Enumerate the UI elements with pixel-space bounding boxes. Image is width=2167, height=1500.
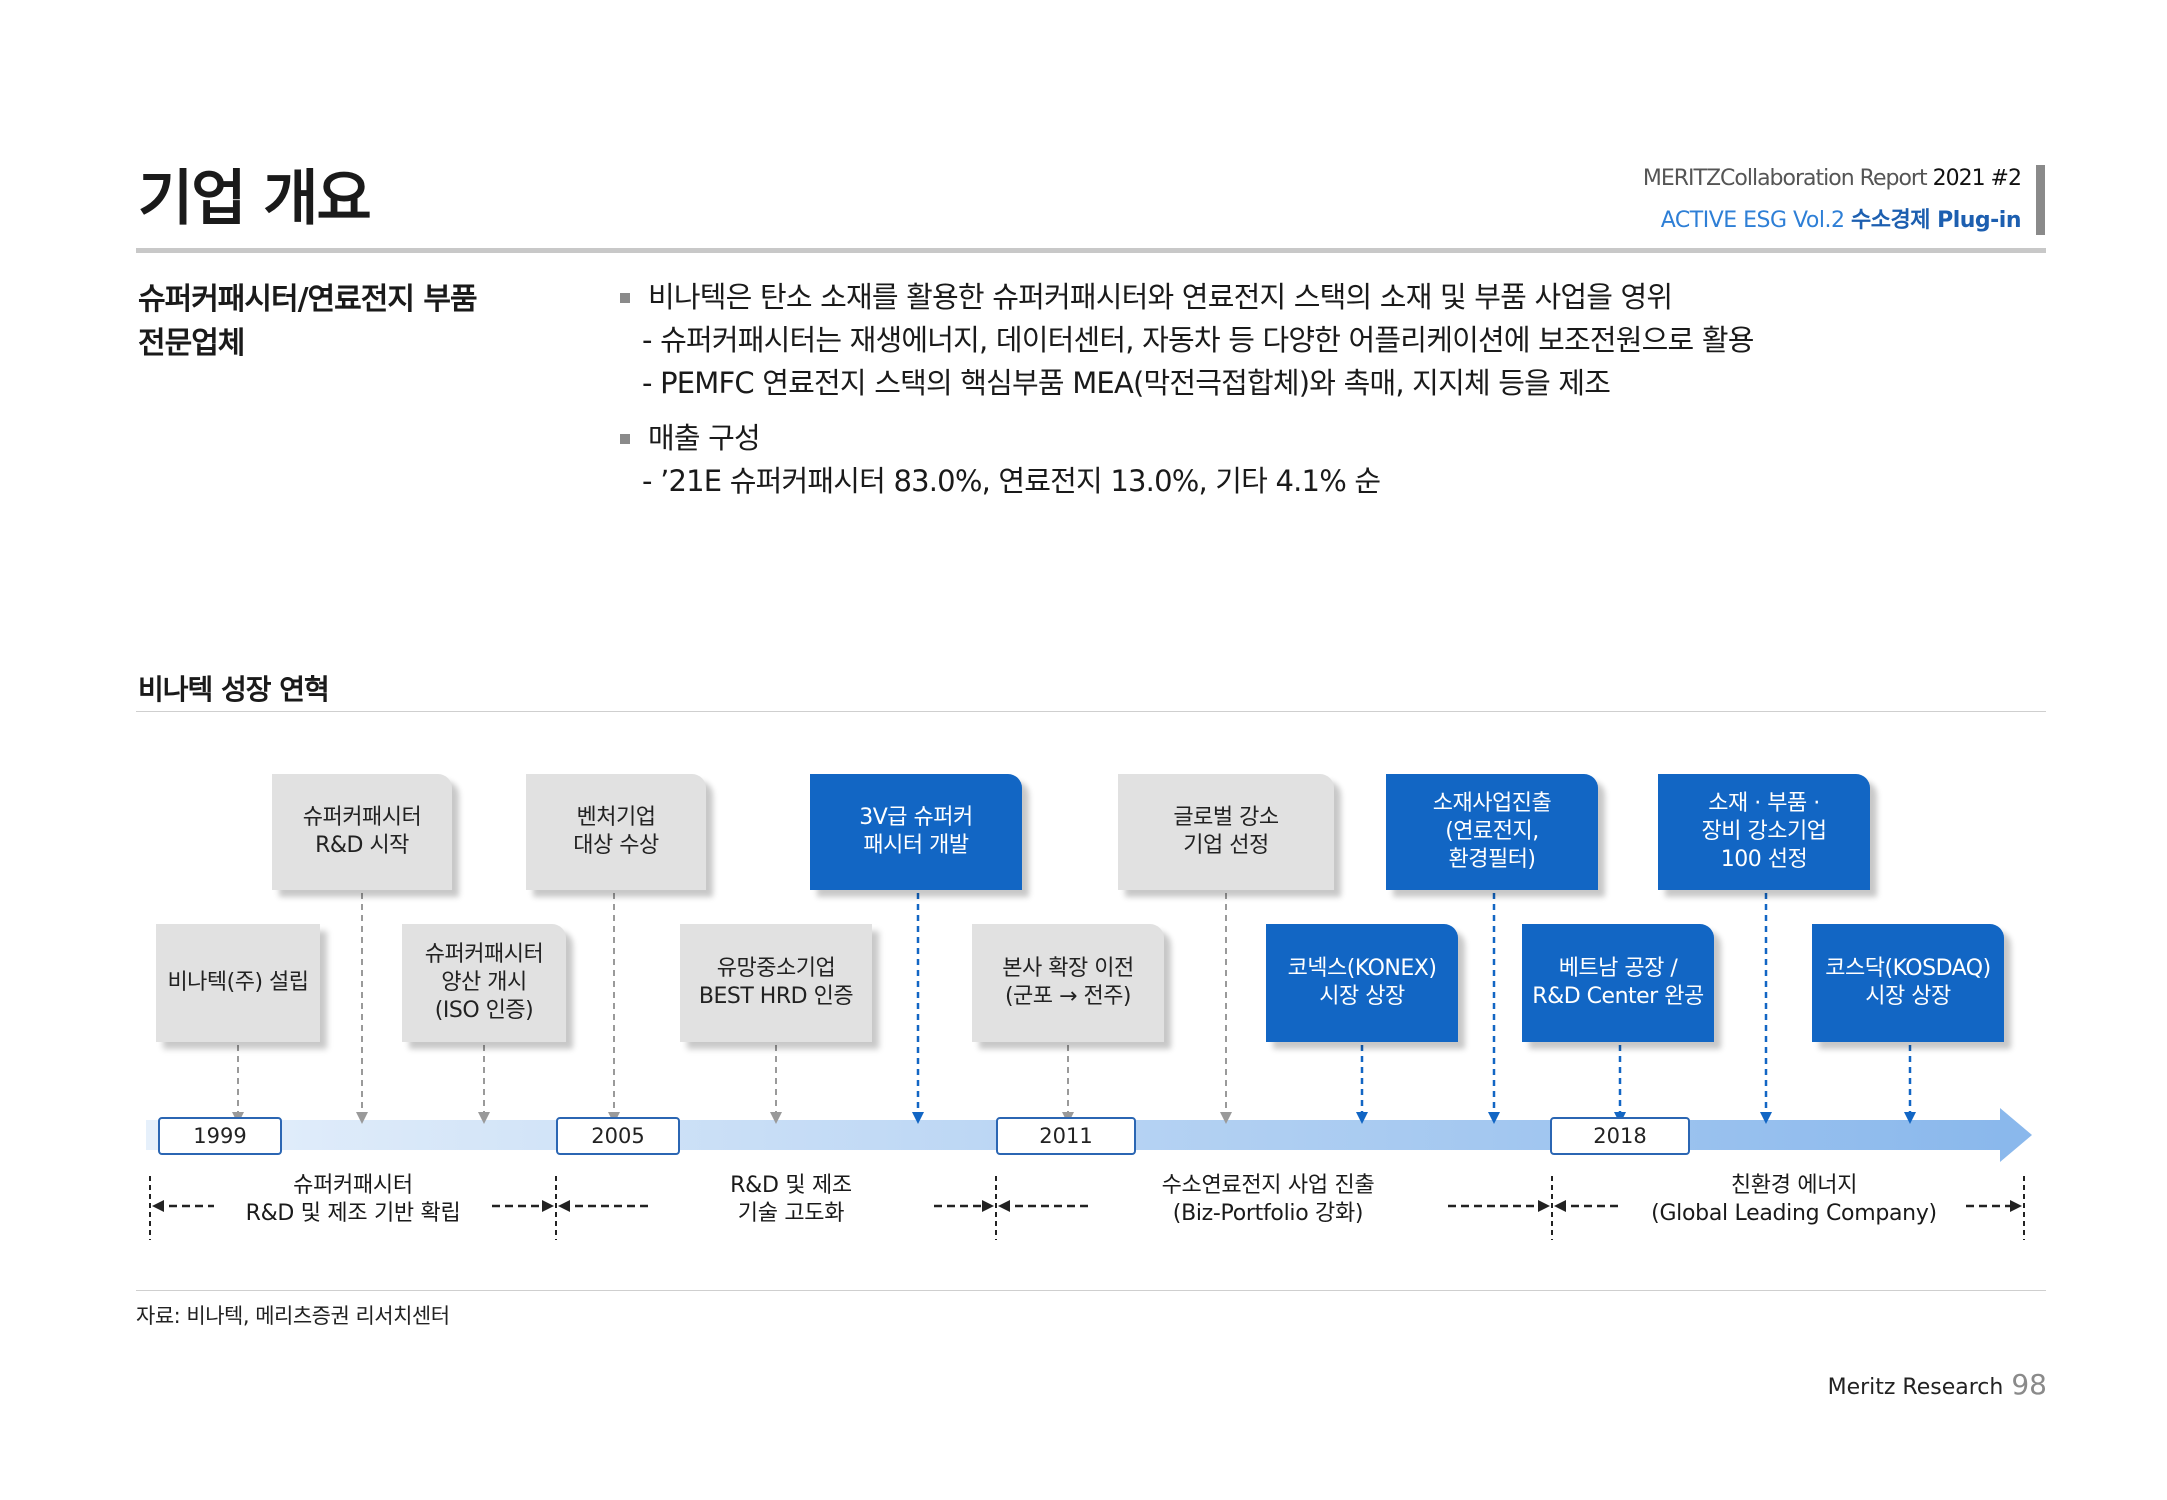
event-box: 슈퍼커패시터 R&D 시작 [272, 774, 452, 890]
series-name: ACTIVE ESG Vol.2 수소경제 Plug-in [1660, 202, 2022, 234]
year-marker: 2018 [1550, 1117, 1690, 1155]
report-name: MERITZCollaboration Report 2021 #2 [1642, 166, 2022, 191]
phase-dividers [149, 1176, 2025, 1240]
bullet-business-sub2: - PEMFC 연료전지 스택의 핵심부품 MEA(막전극접합체)와 촉매, 지… [642, 366, 1611, 400]
header-accent-bar [2036, 165, 2045, 235]
series-label: ACTIVE ESG Vol.2 [1660, 208, 1845, 233]
header-divider [136, 248, 2046, 253]
event-box: 유망중소기업 BEST HRD 인증 [680, 924, 872, 1042]
blue-arrowheads [912, 1112, 1916, 1124]
event-box: 벤처기업 대상 수상 [526, 774, 706, 890]
event-box-highlight: 소재 · 부품 · 장비 강소기업 100 선정 [1658, 774, 1870, 890]
source-divider [136, 1290, 2046, 1291]
page-title: 기업 개요 [138, 164, 372, 234]
bullet-business-sub1: - 슈퍼커패시터는 재생에너지, 데이터센터, 자동차 등 다양한 어플리케이션… [642, 323, 1754, 357]
event-box-highlight: 베트남 공장 / R&D Center 완공 [1522, 924, 1714, 1042]
phase-label: 수소연료전지 사업 진출 (Biz-Portfolio 강화) [1161, 1173, 1375, 1226]
year-marker: 2011 [996, 1117, 1136, 1155]
page-footer: Meritz Research 98 [1828, 1368, 2047, 1401]
phase-label: 친환경 에너지 (Global Leading Company) [1651, 1173, 1937, 1226]
footer-label: Meritz Research [1827, 1375, 2004, 1400]
event-box-highlight: 3V급 슈퍼커 패시터 개발 [810, 774, 1022, 890]
overview-heading-line1: 슈퍼커패시터/연료전지 부품 [138, 282, 478, 317]
overview-heading-line2: 전문업체 [138, 326, 245, 361]
timeline-divider [136, 711, 2046, 712]
overview-bullets: 비나텍은 탄소 소재를 활용한 슈퍼커패시터와 연료전지 스택의 소재 및 부품… [618, 276, 2038, 503]
event-box: 슈퍼커패시터 양산 개시 (ISO 인증) [402, 924, 566, 1042]
phase-label: R&D 및 제조 기술 고도화 [730, 1173, 852, 1226]
year-marker: 1999 [158, 1117, 282, 1155]
overview-heading: 슈퍼커패시터/연료전지 부품 전문업체 [138, 278, 578, 366]
bullet-revenue: 매출 구성 [618, 417, 2038, 460]
event-box-highlight: 코스닥(KOSDAQ) 시장 상장 [1812, 924, 2004, 1042]
event-box: 본사 확장 이전 (군포 → 전주) [972, 924, 1164, 1042]
timeline-title: 비나텍 성장 연혁 [138, 673, 330, 706]
gray-arrowheads [232, 1112, 1232, 1124]
phase-label: 슈퍼커패시터 R&D 및 제조 기반 확립 [245, 1173, 461, 1226]
event-box-highlight: 코넥스(KONEX) 시장 상장 [1266, 924, 1458, 1042]
year-marker: 2005 [556, 1117, 680, 1155]
report-title: Collaboration Report [1720, 166, 1928, 191]
phase-span-heads [152, 1200, 2022, 1212]
report-issue: 2021 #2 [1932, 166, 2022, 191]
series-topic: 수소경제 Plug-in [1850, 208, 2022, 233]
bullet-business: 비나텍은 탄소 소재를 활용한 슈퍼커패시터와 연료전지 스택의 소재 및 부품… [618, 276, 2038, 319]
event-box-highlight: 소재사업진출 (연료전지, 환경필터) [1386, 774, 1598, 890]
blue-connectors [916, 893, 1912, 1118]
report-brand: MERITZ [1642, 166, 1721, 191]
event-box: 비나텍(주) 설립 [156, 924, 320, 1042]
page-number: 98 [2011, 1368, 2047, 1401]
gray-connectors [237, 893, 1227, 1118]
source-note: 자료: 비나텍, 메리츠증권 리서치센터 [136, 1304, 450, 1328]
bullet-revenue-sub1: - ’21E 슈퍼커패시터 83.0%, 연료전지 13.0%, 기타 4.1%… [642, 464, 1381, 498]
event-box: 글로벌 강소 기업 선정 [1118, 774, 1334, 890]
